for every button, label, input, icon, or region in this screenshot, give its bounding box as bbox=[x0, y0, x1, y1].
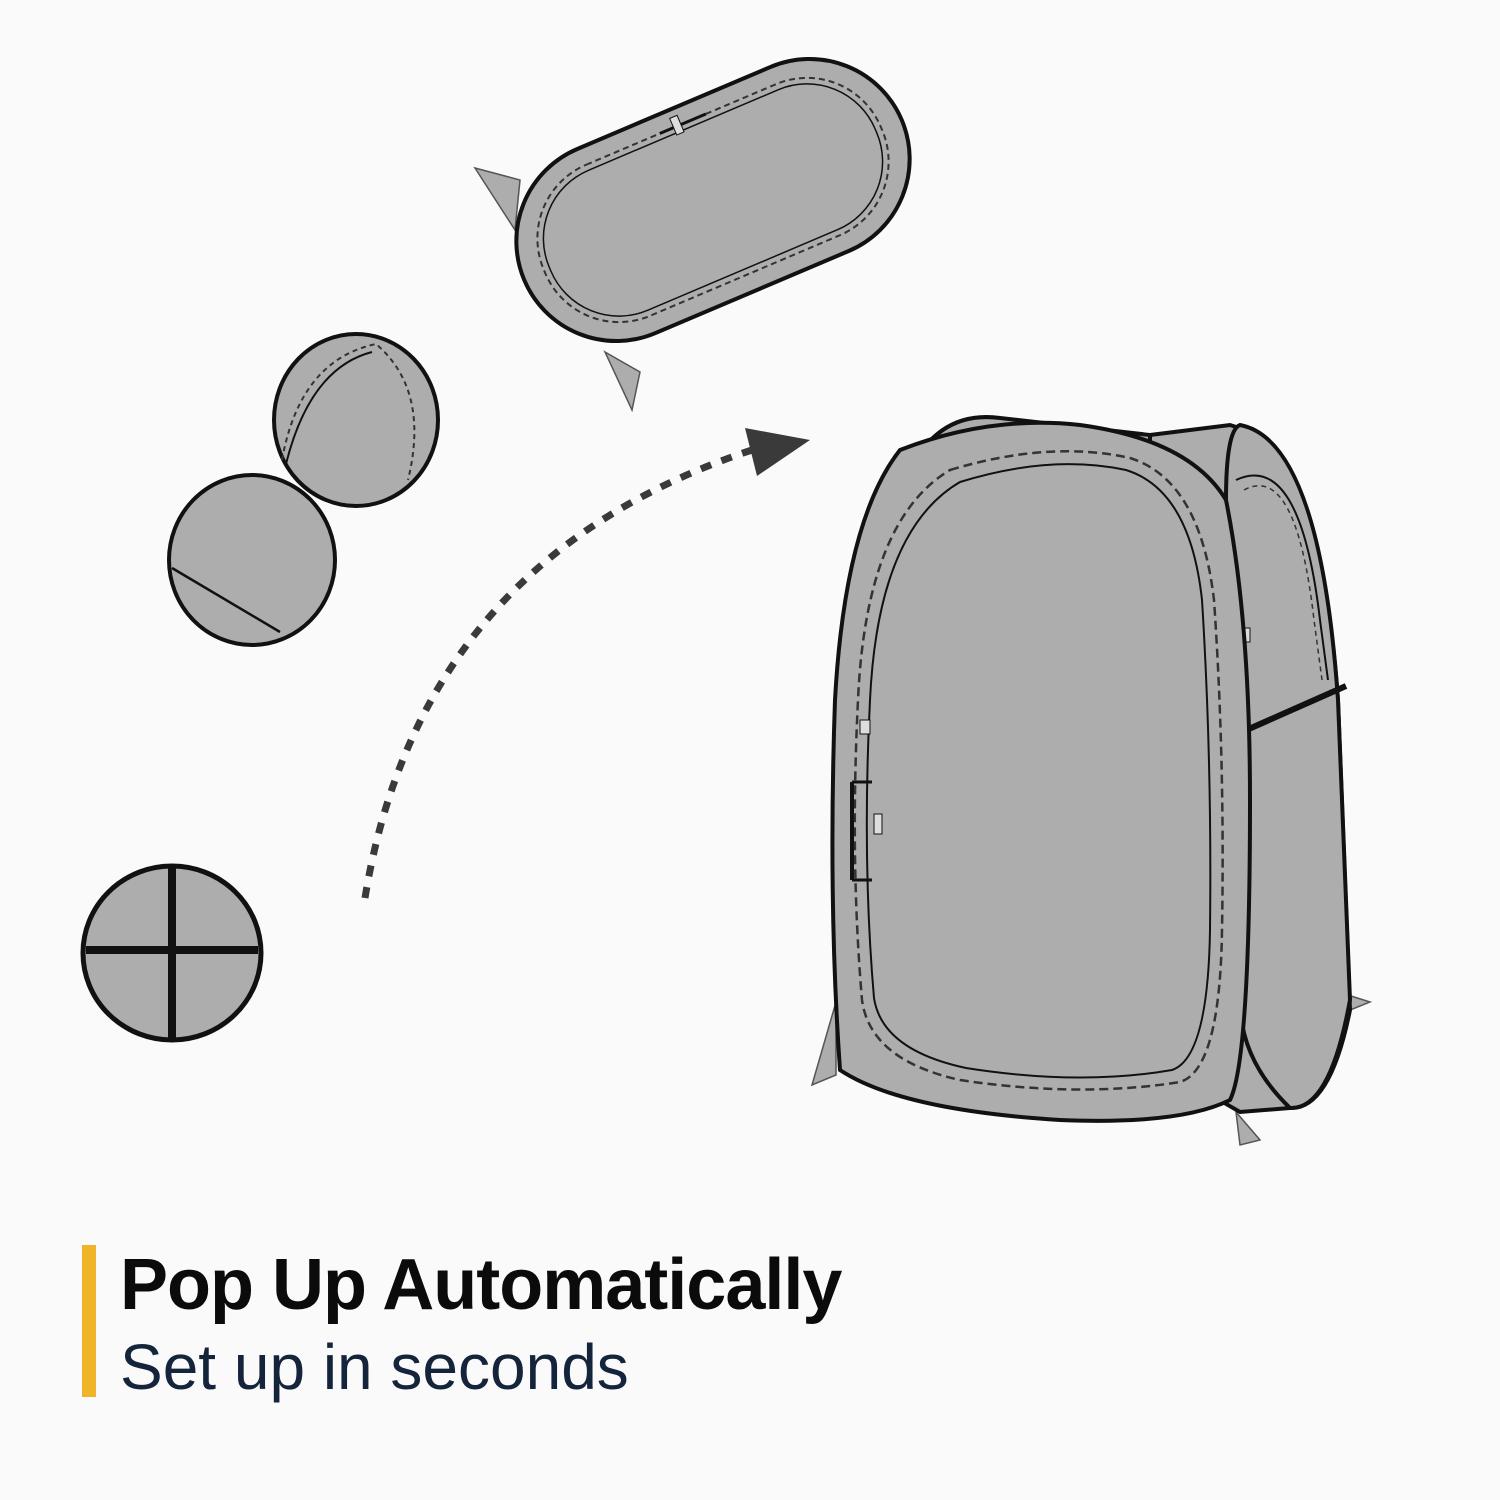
twisted-loops-icon bbox=[167, 332, 440, 647]
feature-subtitle: Set up in seconds bbox=[120, 1331, 629, 1403]
dotted-curved-arrow-icon bbox=[361, 428, 810, 899]
flat-panel-icon bbox=[473, 56, 912, 413]
feature-title: Pop Up Automatically bbox=[120, 1245, 842, 1325]
accent-bar bbox=[82, 1245, 96, 1397]
open-tent-icon bbox=[810, 415, 1373, 1146]
folded-disc-icon bbox=[80, 863, 264, 1043]
setup-illustration bbox=[80, 56, 1373, 1146]
feature-caption: Pop Up Automatically Set up in seconds bbox=[82, 1245, 1382, 1403]
